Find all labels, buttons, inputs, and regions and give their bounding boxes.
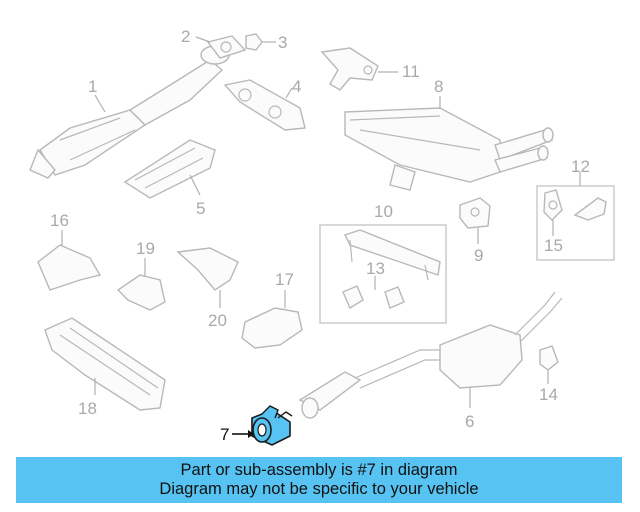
part-18-tunnel-shield[interactable] [44, 317, 166, 411]
callout-19: 19 [136, 239, 155, 258]
part-12-bracket[interactable] [573, 197, 607, 221]
part-17-heat-shield[interactable] [241, 307, 303, 349]
callout-7-arrow-icon [248, 430, 254, 438]
callout-14: 14 [539, 385, 558, 404]
part-15-hanger[interactable] [543, 189, 563, 221]
part-2-gasket[interactable] [206, 35, 247, 59]
part-1-catalytic-converter[interactable] [29, 45, 230, 179]
callout-11: 11 [402, 62, 420, 81]
callout-1: 1 [88, 77, 97, 96]
info-banner-bg [16, 457, 622, 503]
part-10-crossmember[interactable] [344, 229, 441, 281]
callout-6: 6 [465, 412, 474, 431]
callout-2: 2 [181, 27, 190, 46]
part-6-rear-muffler[interactable] [298, 291, 563, 419]
part-20-bracket[interactable] [176, 247, 239, 291]
callout-12: 12 [571, 157, 590, 176]
part-8-muffler-assembly[interactable] [344, 107, 554, 191]
callout-4: 4 [292, 77, 301, 96]
part-19-bracket[interactable] [116, 274, 166, 311]
part-16-heat-shield[interactable] [37, 244, 102, 291]
callout-9: 9 [474, 246, 483, 265]
callout-16: 16 [50, 211, 69, 230]
callout-8: 8 [434, 77, 443, 96]
banner-line-2: Diagram may not be specific to your vehi… [159, 480, 479, 498]
part-13-mounts[interactable] [342, 285, 405, 310]
info-banner: Part or sub-assembly is #7 in diagram Di… [16, 457, 622, 503]
callout-13: 13 [366, 259, 385, 278]
part-14-hanger[interactable] [539, 345, 559, 371]
part-4-bracket[interactable] [223, 79, 306, 131]
callout-10: 10 [374, 202, 393, 221]
callout-15: 15 [544, 236, 563, 255]
callout-17: 17 [275, 270, 294, 289]
part-7-clamp-highlighted[interactable] [251, 405, 293, 446]
part-11-hanger-bracket[interactable] [320, 47, 379, 91]
part-3-nut[interactable] [245, 33, 263, 51]
callout-7: 7 [220, 425, 229, 444]
callout-3: 3 [278, 33, 287, 52]
part-9-mount[interactable] [459, 197, 491, 229]
part-12-group-box [536, 185, 615, 261]
part-10-group-box [319, 224, 447, 324]
banner-line-1: Part or sub-assembly is #7 in diagram [180, 461, 458, 479]
callout-5: 5 [196, 199, 205, 218]
part-5-heat-shield[interactable] [123, 139, 216, 199]
callout-20: 20 [208, 311, 227, 330]
callout-18: 18 [78, 399, 97, 418]
